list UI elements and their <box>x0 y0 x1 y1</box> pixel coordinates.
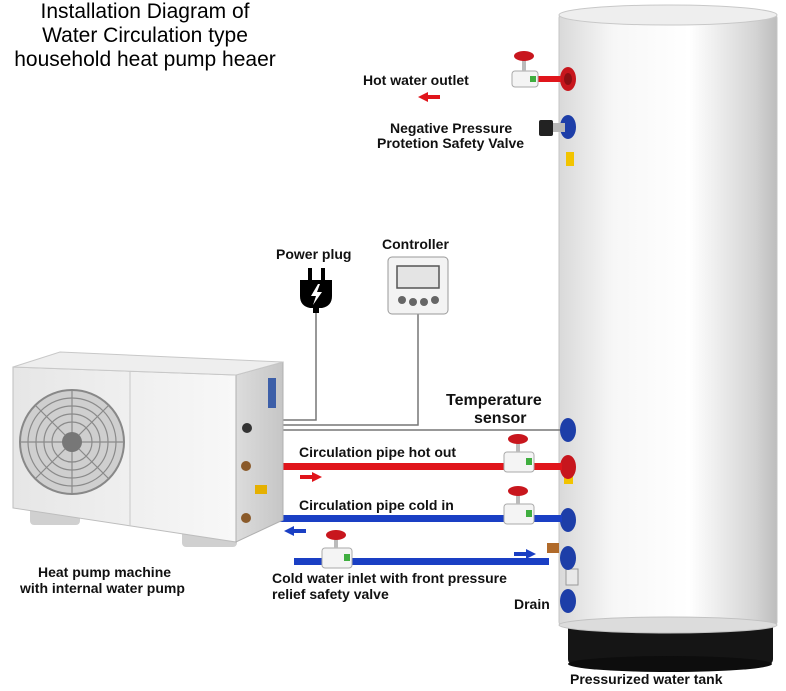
negative-pressure-label-1: Negative Pressure <box>390 120 513 136</box>
fan-grille-icon <box>19 389 125 495</box>
heat-pump-label-2: with internal water pump <box>20 580 185 596</box>
hot-out-arrow-icon <box>300 472 322 482</box>
temperature-sensor-label-2: sensor <box>474 410 527 427</box>
heat-pump-unit <box>12 351 284 547</box>
cold-pipe <box>246 515 562 522</box>
hot-return-fitting <box>560 455 576 479</box>
title-line-3: household heat pump heaer <box>14 48 276 71</box>
cold-inlet-label-2: relief safety valve <box>272 586 389 602</box>
negative-pressure-label-2: Protetion Safety Valve <box>377 135 525 151</box>
circulation-cold-label: Circulation pipe cold in <box>299 497 454 513</box>
controller-label: Controller <box>382 236 449 252</box>
hot-outlet-valve-icon <box>511 51 539 88</box>
controller-icon <box>387 256 449 315</box>
cold-in-arrow-icon <box>284 526 306 536</box>
cold-inlet-pipe <box>294 558 549 565</box>
hot-outlet-fitting <box>560 67 576 91</box>
cold-inlet-label-1: Cold water inlet with front pressure <box>272 570 507 586</box>
cold-return-fitting <box>560 508 576 532</box>
sensor-fitting <box>560 418 576 442</box>
cold-pipe-valve-icon <box>503 486 535 525</box>
controller-wire <box>252 314 419 426</box>
water-tank <box>558 4 778 672</box>
temperature-sensor-label-1: Temperature <box>446 392 542 409</box>
hot-outlet-pipe <box>517 76 561 82</box>
title-line-1: Installation Diagram of <box>40 0 250 23</box>
hot-water-outlet-label: Hot water outlet <box>363 72 469 88</box>
circulation-hot-label: Circulation pipe hot out <box>299 444 457 460</box>
cold-inlet-arrow-icon <box>514 549 536 559</box>
negative-pressure-fitting <box>539 115 576 139</box>
tank-label: Pressurized water tank <box>570 671 723 687</box>
heat-pump-label-1: Heat pump machine <box>38 564 172 580</box>
hot-pipe <box>246 463 562 470</box>
cold-inlet-valve-icon <box>321 530 353 569</box>
cold-inlet-fitting <box>547 543 576 570</box>
power-plug-icon <box>300 268 332 313</box>
power-plug-label: Power plug <box>276 246 352 262</box>
hot-outlet-arrow-icon <box>418 92 440 102</box>
drain-fitting <box>560 589 576 613</box>
hot-pipe-valve-icon <box>503 434 535 473</box>
title-line-2: Water Circulation type <box>42 24 248 47</box>
drain-label: Drain <box>514 596 550 612</box>
diagram-title: Installation Diagram of Water Circulatio… <box>0 0 290 72</box>
